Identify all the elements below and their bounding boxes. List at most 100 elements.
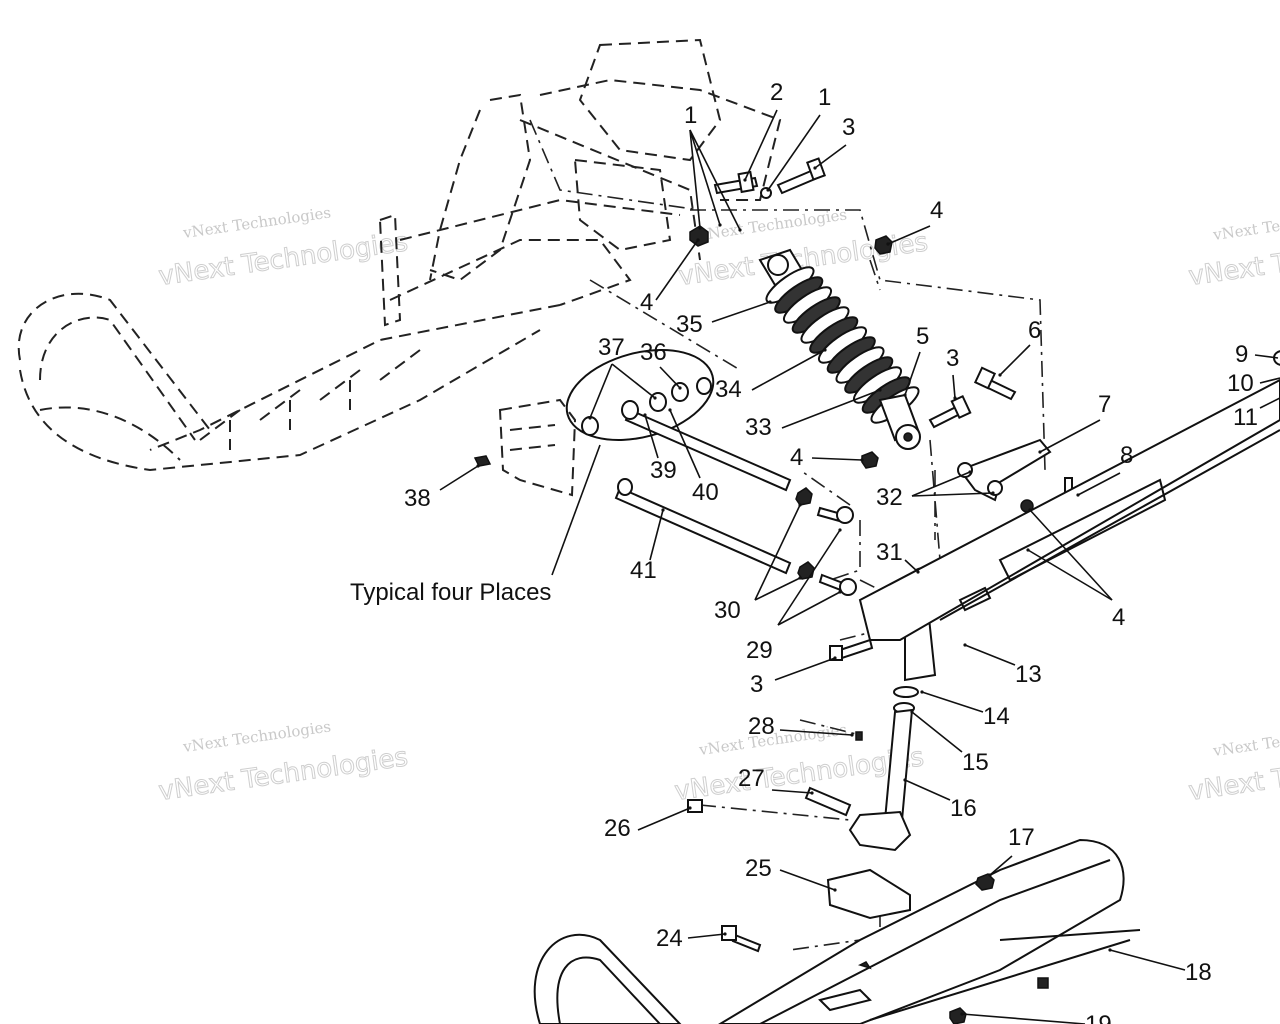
leader-arrow-tip (960, 1012, 964, 1016)
shock-absorber (758, 248, 921, 450)
leader-arrow-tip (838, 528, 842, 532)
callout-c31: 31 (876, 539, 903, 566)
callout-c25: 25 (745, 855, 772, 882)
leader-line (644, 414, 659, 459)
leader-line (439, 465, 479, 491)
leader-arrow-tip (688, 806, 692, 810)
callout-c17: 17 (1008, 824, 1035, 851)
leader-arrow-tip (953, 396, 957, 400)
callout-c1a: 1 (684, 102, 697, 129)
callout-c4b: 4 (640, 289, 653, 316)
radius-rods (565, 349, 857, 596)
leader-line (689, 129, 721, 226)
callout-c13: 13 (1015, 661, 1042, 688)
fasteners-misc (473, 455, 874, 953)
leader-arrow-tip (678, 386, 682, 390)
leader-line (989, 855, 1013, 876)
callout-c8: 8 (1120, 442, 1133, 469)
callout-c29: 29 (746, 637, 773, 664)
callout-c2: 2 (770, 79, 783, 106)
callout-c7: 7 (1098, 391, 1111, 418)
leader-line (711, 301, 771, 323)
leader-arrow-tip (903, 778, 907, 782)
leader-arrow-tip (920, 690, 924, 694)
callout-c3c: 3 (750, 671, 763, 698)
leader-line (589, 363, 613, 419)
leader-line (649, 509, 664, 561)
radius-rod-frame (858, 378, 1280, 641)
leader-arrow-tip (833, 888, 837, 892)
callout-c11: 11 (1233, 404, 1258, 431)
leader-line (659, 366, 681, 389)
leader-line (1109, 949, 1186, 971)
callout-c27: 27 (738, 765, 765, 792)
leader-arrow-tip (653, 396, 657, 400)
callout-c4a: 4 (930, 197, 943, 224)
leader-line (779, 869, 836, 891)
leader-line (689, 129, 741, 231)
leader-lines (439, 109, 1186, 1024)
leader-arrow-tip (723, 932, 727, 936)
leader-arrow-tip (878, 388, 882, 392)
leader-arrow-tip (738, 228, 742, 232)
leader-line (911, 471, 971, 497)
callout-c28: 28 (748, 713, 775, 740)
leader-line (1039, 419, 1101, 453)
leader-line (754, 504, 801, 601)
leader-arrow-tip (998, 373, 1002, 377)
leader-arrow-tip (768, 300, 772, 304)
callout-c3b: 3 (946, 345, 959, 372)
leader-arrow-tip (968, 470, 972, 474)
leader-line (637, 807, 691, 831)
leader-line (751, 349, 826, 391)
caption-leader (551, 444, 601, 576)
callout-c9: 9 (1235, 341, 1248, 368)
callout-c10: 10 (1227, 370, 1254, 397)
leader-arrow-tip (991, 491, 995, 495)
callout-c37: 37 (598, 334, 625, 361)
callout-c5: 5 (916, 323, 929, 350)
leader-arrow-tip (798, 503, 802, 507)
leader-arrow-tip (1026, 548, 1030, 552)
watermark-text: vNext Technologies (181, 717, 332, 756)
leader-line (964, 644, 1016, 666)
leader-arrow-tip (1076, 493, 1080, 497)
leader-line (744, 109, 778, 181)
leader-arrow-tip (823, 348, 827, 352)
leader-line (911, 711, 963, 753)
leader-arrow-tip (850, 733, 854, 737)
ski-assembly (533, 838, 1141, 1024)
leader-arrow-tip (833, 656, 837, 660)
leader-arrow-tip (1038, 450, 1042, 454)
leader-line (961, 1013, 1086, 1024)
callout-c32: 32 (876, 484, 903, 511)
callout-c15: 15 (962, 749, 989, 776)
leader-line (767, 114, 821, 191)
leader-line (999, 344, 1031, 376)
leader-arrow-tip (798, 576, 802, 580)
leader-line (904, 559, 919, 573)
callout-c40: 40 (692, 479, 719, 506)
leader-line (1027, 549, 1113, 601)
leader-arrow-tip (643, 413, 647, 417)
leader-arrow-tip (661, 508, 665, 512)
leader-line (1029, 509, 1113, 601)
leader-arrow-tip (813, 166, 817, 170)
callout-c41: 41 (630, 557, 657, 584)
callout-c24: 24 (656, 925, 683, 952)
leader-arrow-tip (988, 873, 992, 877)
leader-arrow-tip (916, 570, 920, 574)
callout-c14: 14 (983, 703, 1010, 730)
leader-arrow-tip (838, 590, 842, 594)
callout-c4c: 4 (790, 444, 803, 471)
callout-c3a: 3 (842, 114, 855, 141)
leader-arrow-tip (963, 643, 967, 647)
leader-line (611, 363, 656, 399)
leader-line (814, 144, 847, 169)
leader-line (779, 729, 853, 736)
leader-line (669, 409, 701, 479)
callout-c33: 33 (745, 414, 772, 441)
leader-arrow-tip (588, 416, 592, 420)
leader-line (921, 691, 984, 713)
